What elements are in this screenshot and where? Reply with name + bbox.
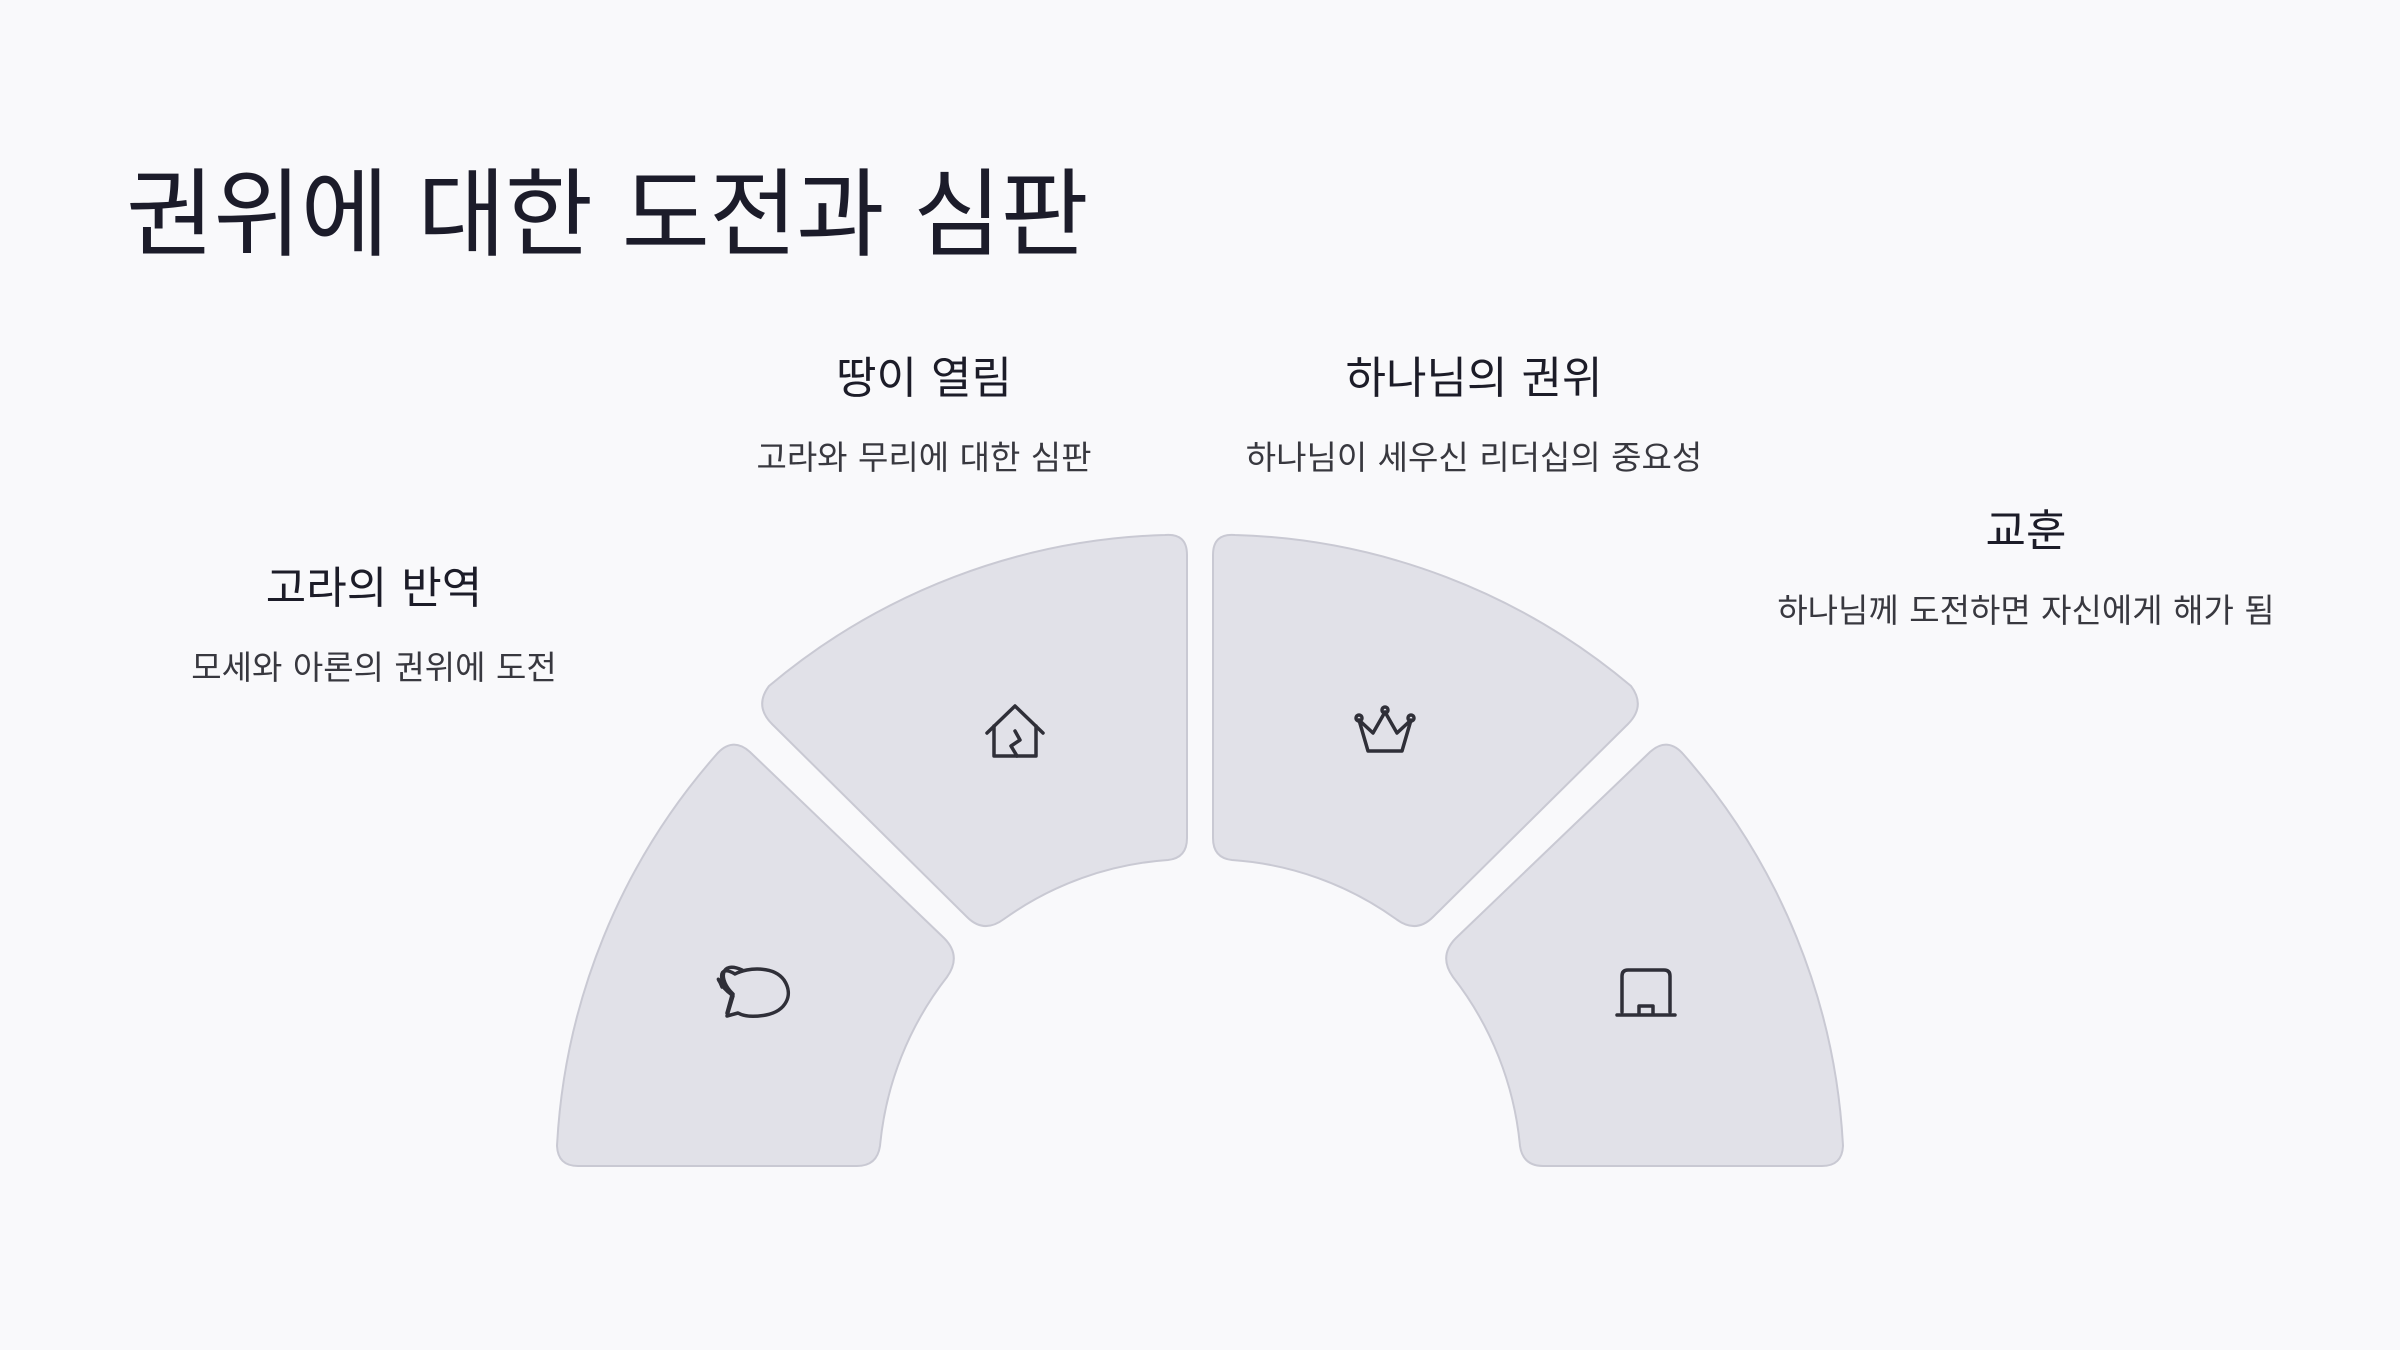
segment-4[interactable] — [1445, 743, 1844, 1167]
segment-2-label: 땅이 열림 고라와 무리에 대한 심판 — [756, 350, 1091, 487]
segment-1[interactable] — [556, 743, 955, 1167]
house-crack-icon — [985, 704, 1045, 758]
segment-1-description: 모세와 아론의 권위에 도전 — [191, 648, 557, 688]
segment-3-title: 하나님의 권위 — [1345, 353, 1603, 404]
segment-1-title: 고라의 반역 — [265, 563, 483, 614]
segment-3-label: 하나님의 권위 하나님이 세우신 리더십의 중요성 — [1246, 350, 1703, 487]
segment-4-title: 교훈 — [1985, 506, 2067, 557]
speech-bubble-icon — [716, 965, 790, 1019]
page-title: 권위에 대한 도전과 심판 — [126, 159, 1089, 271]
crown-icon — [1354, 705, 1416, 753]
segment-3-description: 하나님이 세우신 리더십의 중요성 — [1245, 438, 1703, 478]
laptop-icon — [1615, 968, 1677, 1017]
segment-2-description: 고라와 무리에 대한 심판 — [756, 438, 1092, 478]
segment-2[interactable] — [761, 533, 1188, 927]
segment-2-title: 땅이 열림 — [836, 353, 1012, 404]
segment-4-description: 하나님께 도전하면 자신에게 해가 됨 — [1777, 591, 2275, 631]
segment-3[interactable] — [1212, 533, 1639, 927]
segment-1-label: 고라의 반역 모세와 아론의 권위에 도전 — [191, 560, 556, 697]
segment-4-label: 교훈 하나님께 도전하면 자신에게 해가 됨 — [1776, 503, 2276, 640]
